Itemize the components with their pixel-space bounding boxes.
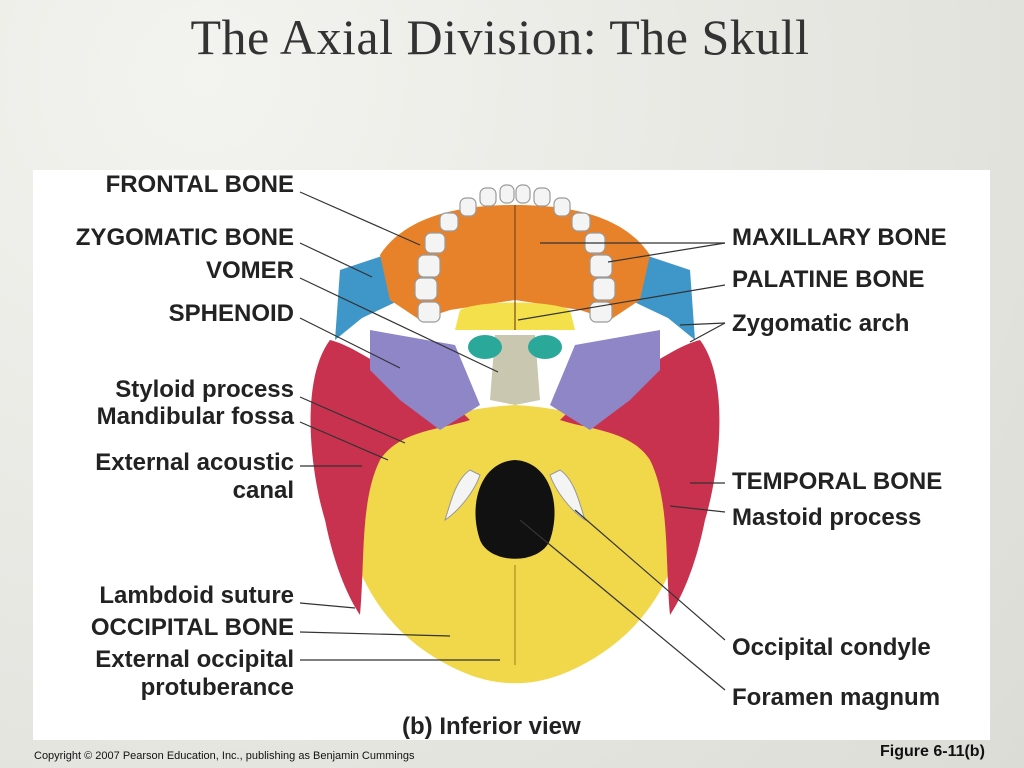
label-zygomatic-arch: Zygomatic arch bbox=[732, 310, 910, 337]
occipital-condyle-right-shape bbox=[549, 469, 586, 522]
figure-caption: (b) Inferior view bbox=[402, 713, 581, 740]
tooth bbox=[553, 197, 571, 217]
label-external-acoustic-line2: canal bbox=[232, 477, 294, 504]
sphenoid-left-shape bbox=[370, 330, 480, 430]
leader-mastoid bbox=[669, 505, 726, 513]
tooth bbox=[414, 277, 438, 301]
label-temporal-bone: TEMPORAL BONE bbox=[732, 468, 943, 495]
tooth bbox=[589, 254, 613, 278]
label-lambdoid-suture: Lambdoid suture bbox=[99, 582, 294, 609]
label-mandibular-fossa: Mandibular fossa bbox=[96, 403, 294, 430]
leader-occipital bbox=[299, 631, 451, 637]
tooth bbox=[515, 184, 531, 204]
leader-palatine bbox=[517, 284, 726, 321]
label-palatine-bone: PALATINE BONE bbox=[732, 266, 925, 293]
tooth bbox=[499, 184, 515, 204]
label-external-occipital-line1: External occipital bbox=[95, 646, 294, 673]
tooth bbox=[459, 197, 477, 217]
leader-styloid bbox=[299, 396, 406, 444]
tooth bbox=[479, 187, 497, 207]
label-mastoid-process: Mastoid process bbox=[732, 504, 922, 531]
occipital-condyle-left-shape bbox=[444, 469, 481, 522]
leader-zygomatic-arch-1 bbox=[679, 322, 726, 326]
label-maxillary-bone: MAXILLARY BONE bbox=[732, 224, 947, 251]
label-styloid-process: Styloid process bbox=[115, 376, 294, 403]
sphenoid-right-shape bbox=[550, 330, 660, 430]
slide-title: The Axial Division: The Skull bbox=[190, 9, 810, 65]
label-external-occipital-line2: protuberance bbox=[140, 674, 294, 701]
figure-number: Figure 6-11(b) bbox=[880, 743, 985, 760]
label-sphenoid: SPHENOID bbox=[168, 300, 294, 327]
tooth bbox=[533, 187, 551, 207]
tooth bbox=[439, 212, 459, 232]
foramen-magnum-shape bbox=[475, 460, 555, 559]
label-occipital-bone: OCCIPITAL BONE bbox=[90, 614, 294, 641]
teeth-group bbox=[414, 184, 616, 323]
leader-vomer bbox=[299, 277, 499, 373]
leader-frontal bbox=[299, 191, 421, 246]
tooth bbox=[571, 212, 591, 232]
tooth bbox=[417, 254, 441, 278]
leader-mandibular bbox=[299, 421, 389, 461]
leader-condyle bbox=[574, 509, 726, 641]
leader-lambdoid bbox=[299, 602, 356, 609]
vomer-shape bbox=[490, 335, 540, 405]
choana-right-shape bbox=[528, 335, 562, 359]
leader-sphenoid bbox=[299, 317, 401, 369]
tooth bbox=[424, 232, 446, 254]
label-external-acoustic-line1: External acoustic bbox=[95, 449, 294, 476]
leader-zygomatic-arch-2 bbox=[689, 322, 726, 343]
leader-foramen bbox=[519, 519, 726, 691]
leader-zygomatic bbox=[299, 242, 373, 278]
label-vomer: VOMER bbox=[205, 257, 294, 284]
label-zygomatic-bone: ZYGOMATIC BONE bbox=[75, 224, 294, 251]
zygomatic-bone-right-shape bbox=[630, 255, 695, 340]
leader-lines bbox=[299, 191, 726, 691]
copyright-text: Copyright © 2007 Pearson Education, Inc.… bbox=[34, 750, 415, 762]
label-foramen-magnum: Foramen magnum bbox=[732, 684, 941, 711]
leader-maxillary-2 bbox=[607, 242, 726, 263]
label-frontal-bone: FRONTAL BONE bbox=[105, 171, 294, 198]
choana-left-shape bbox=[468, 335, 502, 359]
zygomatic-bone-left-shape bbox=[335, 255, 400, 340]
label-occipital-condyle: Occipital condyle bbox=[732, 634, 931, 661]
tooth bbox=[417, 301, 441, 323]
tooth bbox=[592, 277, 616, 301]
